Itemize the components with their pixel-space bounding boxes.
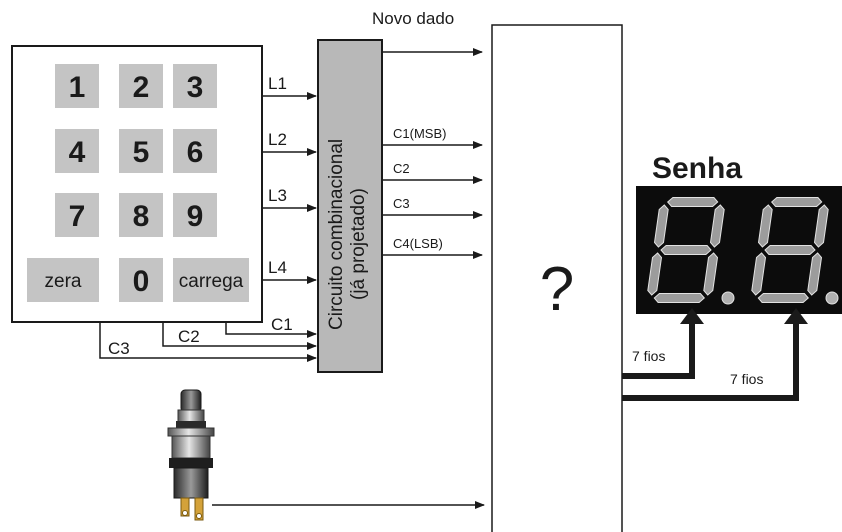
segment-f [653, 204, 669, 248]
segment-c [703, 252, 719, 296]
keypad: 1 2 3 4 5 6 7 8 9 zera 0 carrega [11, 45, 263, 323]
wire-label-2: 7 fios [730, 371, 763, 387]
output-label-c1: C1(MSB) [393, 126, 446, 141]
wire-label-1: 7 fios [632, 348, 665, 364]
col-label-c3: C3 [108, 339, 130, 358]
key-5-cap [119, 129, 163, 173]
keypad-column-lines: C1 C2 C3 [99, 315, 317, 362]
col-line-c2 [162, 322, 317, 350]
combinational-title: Circuito combinacional [326, 139, 347, 330]
wire-arrow-1 [680, 308, 704, 324]
key-zera-label: zera [45, 271, 82, 292]
key-4[interactable]: 4 [55, 129, 99, 173]
question-mark: ? [540, 255, 574, 324]
segment-b [813, 204, 829, 248]
key-4-label: 4 [69, 136, 86, 169]
display-title: Senha [652, 152, 742, 185]
key-0-cap [119, 258, 163, 302]
segment-c [807, 252, 823, 296]
key-0-label: 0 [133, 265, 150, 298]
key-carrega-cap [173, 258, 249, 302]
col-line-c3 [99, 322, 317, 362]
key-6-label: 6 [187, 136, 204, 169]
key-3-label: 3 [187, 71, 204, 104]
segment-d [757, 293, 810, 303]
push-button-icon [167, 389, 215, 521]
segment-a [770, 197, 823, 207]
key-1-cap [55, 64, 99, 108]
col-label-c1: C1 [271, 315, 293, 334]
key-2-label: 2 [133, 71, 150, 104]
unknown-block-frame [491, 24, 623, 532]
key-7-label: 7 [69, 200, 86, 233]
seven-segment-display-2 [740, 186, 842, 314]
key-6[interactable]: 6 [173, 129, 217, 173]
unknown-block: ? [491, 24, 623, 532]
col-line-c1 [225, 322, 317, 338]
segment-b [709, 204, 725, 248]
keypad-keys: 1 2 3 4 5 6 7 8 9 zera 0 carrega [27, 64, 249, 302]
key-6-cap [173, 129, 217, 173]
key-3[interactable]: 3 [173, 64, 217, 108]
segment-a [666, 197, 719, 207]
key-9[interactable]: 9 [173, 193, 217, 237]
key-8-cap [119, 193, 163, 237]
row-label-l4: L4 [268, 258, 287, 277]
seven-segment-display-1 [636, 186, 742, 314]
wire-to-display-1 [622, 322, 695, 379]
key-zera-cap [27, 258, 99, 302]
combinational-circuit: Circuito combinacional (já projetado) [317, 39, 383, 373]
key-5[interactable]: 5 [119, 129, 163, 173]
decimal-point [721, 291, 735, 305]
key-zera[interactable]: zera [27, 258, 99, 302]
key-8-label: 8 [133, 200, 150, 233]
decimal-point [825, 291, 839, 305]
key-carrega-label: carrega [179, 271, 244, 292]
wire-arrow-2 [784, 308, 808, 324]
key-0[interactable]: 0 [119, 258, 163, 302]
key-9-cap [173, 193, 217, 237]
key-8[interactable]: 8 [119, 193, 163, 237]
key-carrega[interactable]: carrega [173, 258, 249, 302]
key-2-cap [119, 64, 163, 108]
segment-g [764, 245, 816, 255]
key-7-cap [55, 193, 99, 237]
key-7[interactable]: 7 [55, 193, 99, 237]
key-3-cap [173, 64, 217, 108]
combinational-outputs: C1(MSB) C2 C3 C4(LSB) [382, 48, 483, 259]
key-1[interactable]: 1 [55, 64, 99, 108]
new-data-label: Novo dado [372, 9, 454, 28]
col-label-c2: C2 [178, 327, 200, 346]
key-1-label: 1 [69, 71, 86, 104]
key-2[interactable]: 2 [119, 64, 163, 108]
combinational-subtitle: (já projetado) [348, 188, 369, 300]
row-label-l2: L2 [268, 130, 287, 149]
display-wires: 7 fios 7 fios [622, 308, 808, 401]
row-label-l3: L3 [268, 186, 287, 205]
row-label-l1: L1 [268, 74, 287, 93]
output-label-c2: C2 [393, 161, 410, 176]
segment-e [647, 252, 663, 296]
output-label-c4: C4(LSB) [393, 236, 443, 251]
key-4-cap [55, 129, 99, 173]
key-9-label: 9 [187, 200, 204, 233]
segment-f [757, 204, 773, 248]
wire-to-display-2 [622, 322, 799, 401]
segment-d [653, 293, 706, 303]
key-5-label: 5 [133, 136, 150, 169]
segment-e [751, 252, 767, 296]
segment-g [660, 245, 712, 255]
output-label-c3: C3 [393, 196, 410, 211]
combinational-block [317, 39, 383, 373]
